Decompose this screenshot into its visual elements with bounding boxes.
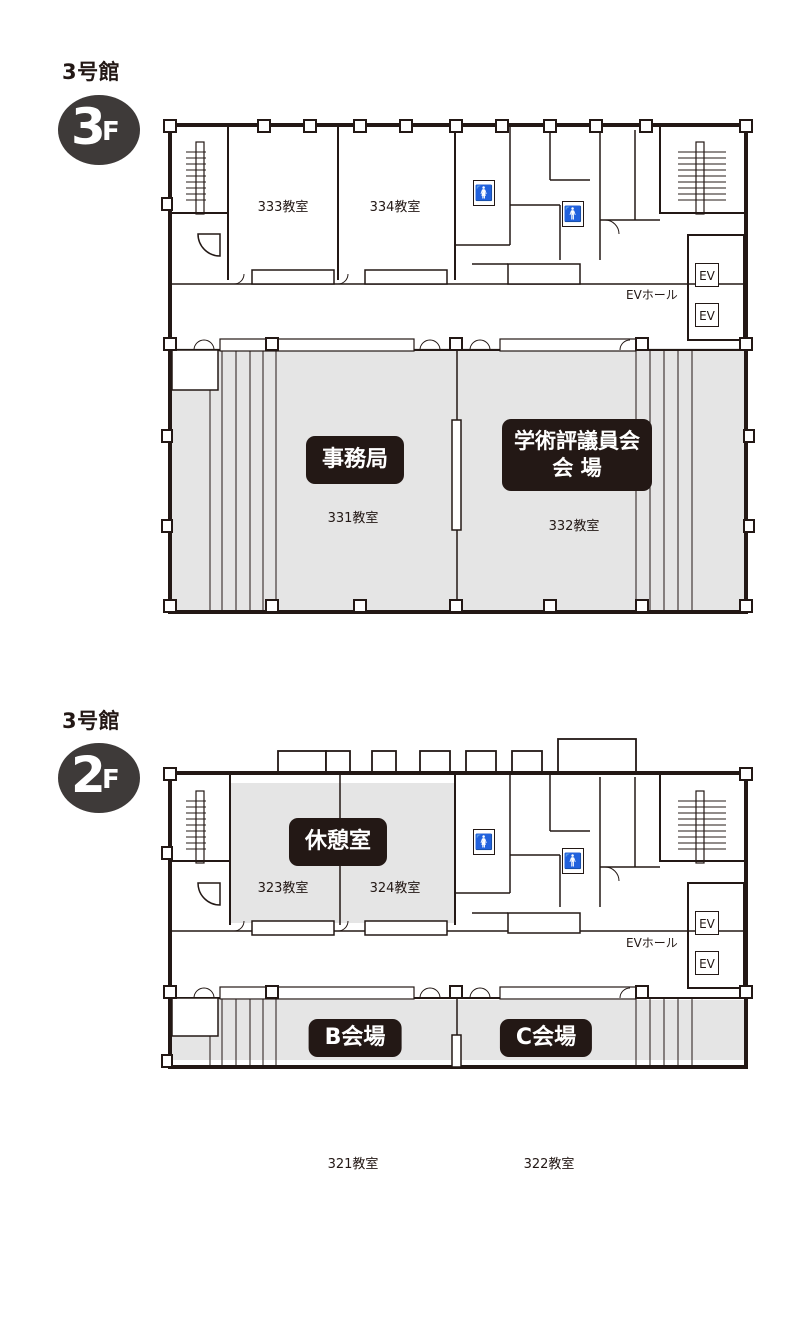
elevator-1: EV [695,263,719,287]
floor-plan-3f: 333教室 334教室 331教室 332教室 事務局 学術評議員会 会 場 🚺… [150,110,770,620]
floor-plan-drawing [161,738,753,1069]
room-label-323: 323教室 [257,881,309,896]
floor-badge: 2 F [58,743,140,813]
elevator-2: EV [695,303,719,327]
room-label-331: 331教室 [327,511,379,526]
ev-hall-label: EVホール [626,936,678,950]
venue-academic-council-line-2: 会 場 [552,456,602,480]
male-restroom-icon: 🚹 [562,201,584,227]
floor-number: 3 [71,98,106,156]
floor-suffix: F [102,765,120,795]
venue-c: C会場 [499,1019,593,1057]
ev-hall-label: EVホール [626,288,678,302]
stairs-icon [195,141,205,215]
female-restroom-icon: 🚺 [473,180,495,206]
venue-secretariat: 事務局 [305,436,405,484]
room-label-322: 322教室 [523,1157,575,1172]
venue-secretariat-label: 事務局 [321,447,389,472]
building-label: 3号館 [62,709,121,733]
floor-plan-drawing [161,119,755,614]
room-label-334: 334教室 [369,200,421,215]
floor-suffix: F [102,117,120,147]
venue-b: B会場 [308,1019,402,1057]
elevator-2: EV [695,951,719,975]
male-restroom-icon: 🚹 [562,848,584,874]
room-label-321: 321教室 [327,1157,379,1172]
room-label-332: 332教室 [548,519,600,534]
elevator-1: EV [695,911,719,935]
stairs-icon [195,790,205,864]
room-label-324: 324教室 [369,881,421,896]
venue-b-label: B会場 [324,1025,386,1050]
venue-lounge: 休憩室 [288,818,388,866]
floor-plan-2f: 323教室 324教室 321教室 322教室 休憩室 B会場 C会場 🚺 🚹 … [150,735,770,1070]
floor-number: 2 [71,746,106,804]
room-label-333: 333教室 [257,200,309,215]
venue-c-label: C会場 [515,1025,577,1050]
venue-academic-council: 学術評議員会 会 場 [502,419,652,491]
venue-academic-council-line-1: 学術評議員会 [514,429,640,453]
floor-badge: 3 F [58,95,140,165]
venue-lounge-label: 休憩室 [304,829,372,854]
female-restroom-icon: 🚺 [473,829,495,855]
building-label: 3号館 [62,60,121,84]
